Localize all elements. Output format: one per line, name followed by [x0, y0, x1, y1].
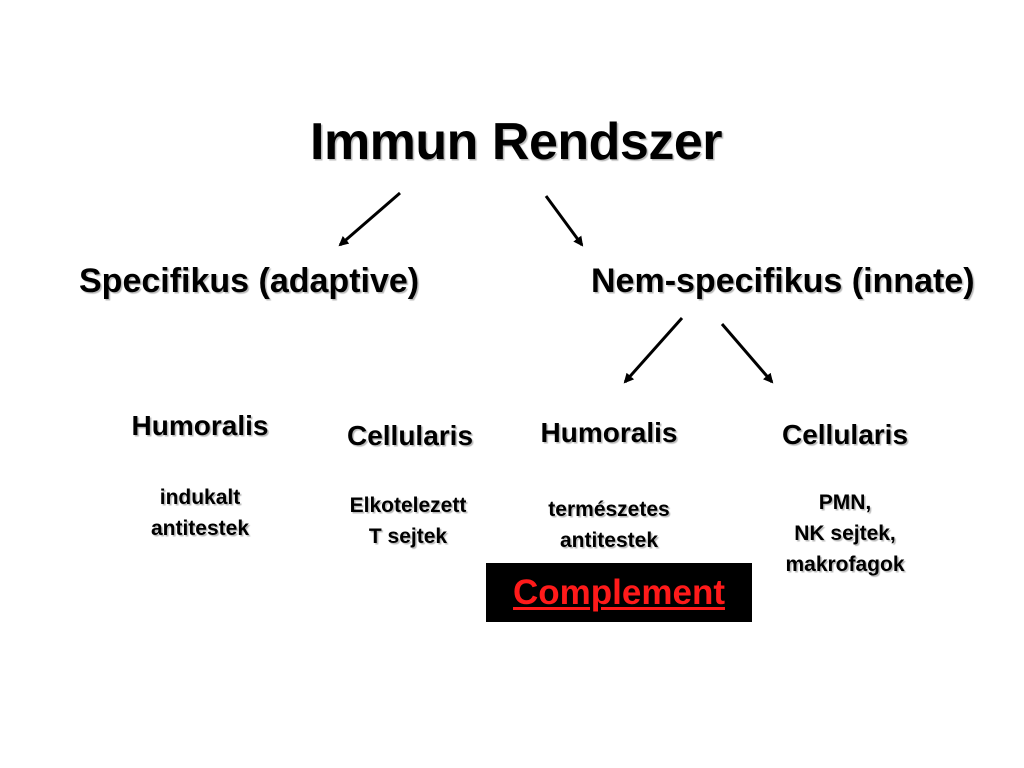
- nonspecific-humoral-line-1: természetes: [548, 498, 670, 521]
- specific-cellular-label: Cellularis: [346, 420, 474, 451]
- nonspecific-cellular-line-2: NK sejtek,: [794, 522, 896, 545]
- nonspecific-cellular-label: Cellularis: [781, 419, 909, 450]
- nonspecific-humoral-label: Humoralis: [540, 417, 678, 448]
- branch-specific: Specifikus (adaptive): [79, 262, 420, 300]
- branch-nonspecific: Nem-specifikus (innate): [591, 262, 975, 300]
- complement-label: Complement: [513, 572, 725, 612]
- nonspecific-cellular-detail: PMN, NK sejtek, makrofagok: [745, 487, 945, 580]
- specific-humoral-label: Humoralis: [131, 410, 269, 441]
- specific-cellular-line-2: T sejtek: [368, 525, 448, 548]
- nonspecific-humoral-line-2: antitestek: [559, 529, 659, 552]
- arrow-to-specific: [338, 191, 401, 247]
- nonspecific-cellular-line-1: PMN,: [818, 491, 872, 514]
- diagram-title: Immun Rendszer: [310, 113, 722, 171]
- arrow-to-nonspecific: [544, 195, 584, 247]
- specific-humoral-line-2: antitestek: [150, 517, 250, 540]
- specific-humoral-line-1: indukalt: [159, 486, 241, 509]
- nonspecific-humoral-detail: természetes antitestek: [509, 494, 709, 556]
- specific-cellular-detail: Elkotelezett T sejtek: [308, 490, 508, 552]
- nonspecific-cellular-line-3: makrofagok: [785, 553, 905, 576]
- complement-box: Complement: [486, 563, 752, 622]
- specific-humoral-detail: indukalt antitestek: [100, 482, 300, 544]
- arrow-to-innate-humoral: [623, 317, 684, 384]
- arrow-to-innate-cellular: [720, 323, 774, 384]
- specific-cellular-line-1: Elkotelezett: [349, 494, 467, 517]
